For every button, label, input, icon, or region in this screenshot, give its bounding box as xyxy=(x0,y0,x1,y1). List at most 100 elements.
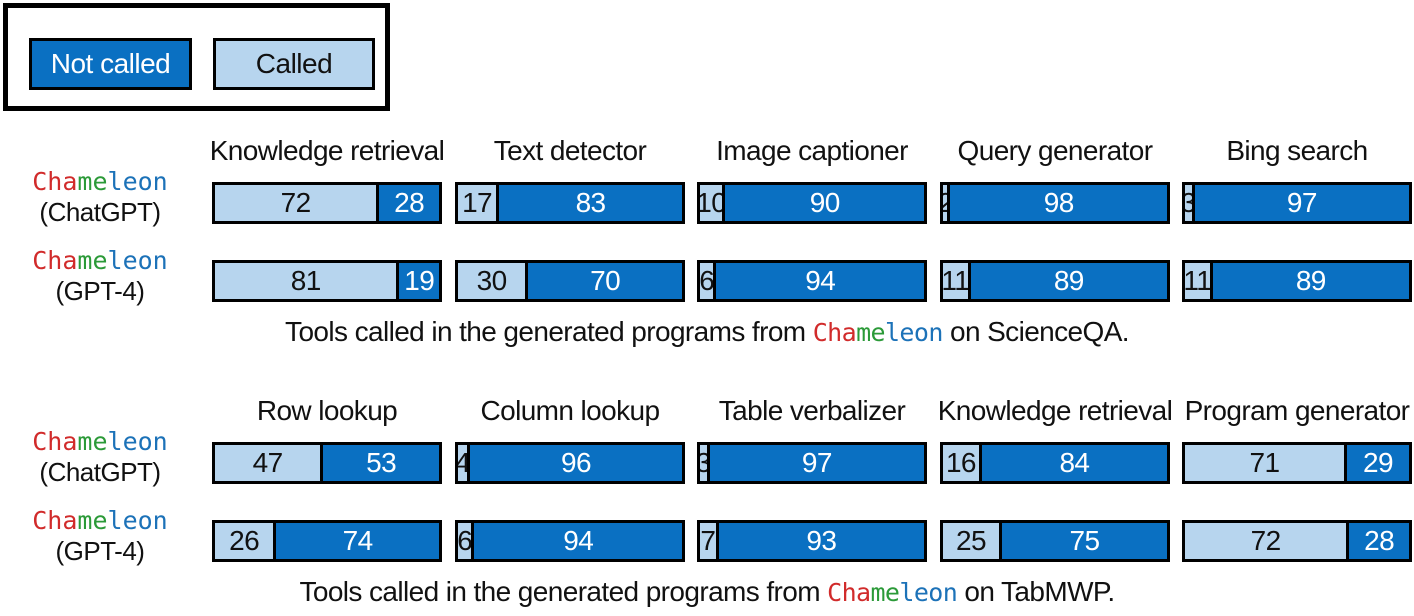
bar-segment-called: 16 xyxy=(943,445,979,481)
bar-segment-not-called: 98 xyxy=(947,185,1167,221)
bar-segment-not-called: 83 xyxy=(496,185,682,221)
chart-caption: Tools called in the generated programs f… xyxy=(0,316,1414,348)
bar-segment-not-called: 29 xyxy=(1344,445,1409,481)
model-name-part: leon xyxy=(899,578,958,607)
model-name-part: me xyxy=(77,167,108,196)
bar-segment-not-called: 97 xyxy=(1191,185,1409,221)
tool-label: Knowledge retrieval xyxy=(937,395,1173,426)
bar-segment-not-called: 28 xyxy=(1346,523,1409,559)
model-name-part: Cha xyxy=(32,506,78,535)
stacked-bar: 1090 xyxy=(697,182,927,224)
legend: Not called Called xyxy=(3,3,390,111)
tool-label: Row lookup xyxy=(256,395,398,426)
stacked-bar: 1189 xyxy=(1182,260,1412,302)
model-row-label: Chameleon(GPT-4) xyxy=(0,247,200,307)
bar-segment-not-called: 19 xyxy=(396,263,439,299)
tool-label: Image captioner xyxy=(716,135,908,166)
model-name-part: Cha xyxy=(32,427,78,456)
chart-caption: Tools called in the generated programs f… xyxy=(0,576,1414,608)
bar-segment-not-called: 94 xyxy=(713,263,924,299)
bar-segment-called: 81 xyxy=(215,263,397,299)
bar-segment-called: 6 xyxy=(458,523,472,559)
bar-segment-called: 26 xyxy=(215,523,274,559)
model-row-label: Chameleon(ChatGPT) xyxy=(0,428,200,488)
caption-prefix: Tools called in the generated programs f… xyxy=(285,316,813,347)
bar-segment-called: 72 xyxy=(215,185,377,221)
model-variant: (ChatGPT) xyxy=(39,457,161,487)
model-name-part: Cha xyxy=(32,246,78,275)
bar-segment-called: 71 xyxy=(1185,445,1345,481)
bar-segment-not-called: 70 xyxy=(525,263,682,299)
bar-segment-not-called: 89 xyxy=(967,263,1167,299)
bar-segment-called: 3 xyxy=(1185,185,1192,221)
bar-segment-called: 6 xyxy=(700,263,714,299)
bar-segment-not-called: 75 xyxy=(999,523,1167,559)
model-name-part: Cha xyxy=(812,318,857,347)
bar-segment-called: 72 xyxy=(1185,523,1347,559)
model-name-part: leon xyxy=(884,318,943,347)
bar-segment-not-called: 84 xyxy=(978,445,1167,481)
model-name: Chameleon xyxy=(0,247,200,275)
caption-prefix: Tools called in the generated programs f… xyxy=(299,576,828,607)
bar-segment-not-called: 93 xyxy=(715,523,924,559)
bar-segment-not-called: 53 xyxy=(320,445,439,481)
model-name-part: leon xyxy=(107,427,168,456)
stacked-bar: 496 xyxy=(455,442,685,484)
model-name-part: Cha xyxy=(827,578,871,607)
model-name-part: me xyxy=(77,427,108,456)
caption-suffix: on TabMWP. xyxy=(957,576,1115,607)
model-name-part: me xyxy=(856,318,886,347)
stacked-bar: 1189 xyxy=(940,260,1170,302)
stacked-bar: 397 xyxy=(1182,182,1412,224)
bar-segment-called: 11 xyxy=(1185,263,1210,299)
tool-label: Column lookup xyxy=(480,395,661,426)
bar-segment-called: 10 xyxy=(700,185,723,221)
model-variant: (ChatGPT) xyxy=(39,197,161,227)
model-name-part: leon xyxy=(107,246,168,275)
bar-segment-called: 2 xyxy=(943,185,948,221)
caption-model-name: Chameleon xyxy=(827,578,958,607)
model-name-part: leon xyxy=(107,167,168,196)
bar-segment-called: 30 xyxy=(458,263,526,299)
model-name: Chameleon xyxy=(0,428,200,456)
caption-suffix: on ScienceQA. xyxy=(942,316,1130,347)
model-name-part: me xyxy=(870,578,900,607)
tool-label: Text detector xyxy=(493,135,647,166)
model-name: Chameleon xyxy=(0,507,200,535)
tool-label: Query generator xyxy=(957,135,1153,166)
model-name-part: me xyxy=(77,506,108,535)
bar-segment-called: 7 xyxy=(700,523,716,559)
bar-segment-not-called: 96 xyxy=(466,445,682,481)
model-row-label: Chameleon(ChatGPT) xyxy=(0,168,200,228)
legend-not-called: Not called xyxy=(29,38,192,90)
bar-segment-called: 4 xyxy=(458,445,467,481)
stacked-bar: 694 xyxy=(455,520,685,562)
bar-segment-not-called: 97 xyxy=(706,445,924,481)
model-name-part: me xyxy=(77,246,108,275)
model-name-part: leon xyxy=(107,506,168,535)
stacked-bar: 298 xyxy=(940,182,1170,224)
legend-called: Called xyxy=(213,38,375,90)
caption-model-name: Chameleon xyxy=(812,318,944,347)
scienceqa-panel: Knowledge retrieval Text detector Image ca… xyxy=(0,130,1414,360)
tool-label: Knowledge retrieval xyxy=(209,135,445,166)
bar-segment-not-called: 89 xyxy=(1209,263,1409,299)
bar-segment-called: 11 xyxy=(943,263,968,299)
tool-label: Program generator xyxy=(1184,395,1410,426)
bar-segment-called: 3 xyxy=(700,445,707,481)
bar-segment-not-called: 94 xyxy=(471,523,682,559)
model-row-label: Chameleon(GPT-4) xyxy=(0,507,200,567)
stacked-bar: 694 xyxy=(697,260,927,302)
model-variant: (GPT-4) xyxy=(55,276,145,306)
model-variant: (GPT-4) xyxy=(55,536,145,566)
model-name-part: Cha xyxy=(32,167,78,196)
